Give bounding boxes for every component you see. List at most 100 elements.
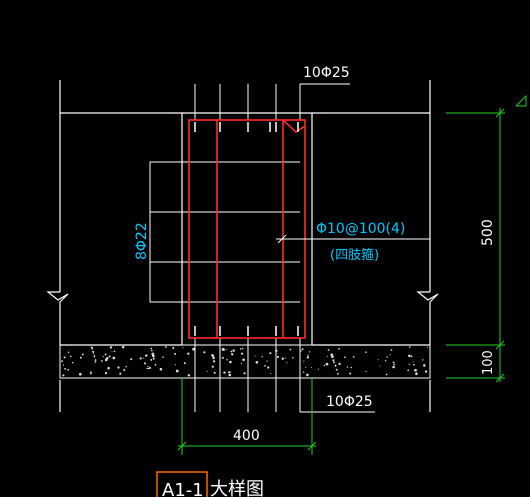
slab-speckle (415, 372, 418, 374)
slab-speckle (212, 356, 215, 360)
slab-speckle (393, 363, 396, 366)
slab-speckle (104, 372, 108, 375)
slab-speckle (412, 361, 414, 363)
slab-speckle (154, 363, 157, 366)
slab-speckle (346, 366, 349, 368)
slab-speckle (284, 357, 286, 359)
slab-speckle (276, 355, 280, 359)
slab-speckle (104, 353, 107, 356)
slab-speckle (325, 362, 329, 366)
slab-speckle (94, 361, 96, 363)
slab-speckle (332, 359, 335, 362)
slab-speckle (63, 356, 66, 359)
slab-speckle (365, 370, 367, 373)
slab-speckle (254, 355, 256, 357)
slab-speckle (117, 366, 120, 369)
slab-speckle (423, 365, 426, 367)
slab-speckle (301, 348, 304, 351)
slab-speckle (424, 370, 428, 373)
slab-speckle (243, 372, 246, 375)
slab-speckle (408, 346, 411, 348)
slab-speckle (229, 360, 232, 364)
stirrup-label: Φ10@100(4) (316, 221, 405, 237)
slab-speckle (151, 349, 153, 352)
slab-speckle (192, 347, 195, 351)
slab-speckle (109, 346, 113, 349)
slab-speckle (147, 365, 149, 368)
slab-speckle (143, 357, 145, 359)
slab-speckle (255, 360, 259, 364)
slab-speckle (93, 355, 96, 357)
slab-speckle (326, 355, 328, 357)
height-dimension: 500 (480, 219, 496, 246)
slab-speckle (289, 348, 292, 351)
slab-speckle (182, 347, 184, 349)
concrete-outline (46, 80, 439, 412)
slab-speckle (410, 355, 413, 358)
slab-speckle (164, 346, 167, 348)
slab-speckle (62, 374, 65, 377)
slab-speckle (89, 371, 92, 374)
slab-speckle (139, 357, 142, 360)
slab-speckle (92, 350, 95, 353)
slab-speckle (108, 355, 111, 358)
slab-speckle (231, 353, 234, 356)
slab-speckle (377, 359, 379, 361)
slab-speckle (228, 373, 232, 377)
slab-speckle (350, 366, 352, 369)
slab-speckle (242, 358, 245, 361)
slab-speckle (264, 365, 266, 367)
slab-speckle (392, 361, 395, 364)
slab-speckle (150, 347, 153, 350)
slab-speckle (306, 356, 310, 359)
slab-speckle (172, 346, 175, 349)
slab-speckle (146, 367, 148, 370)
column-rebar-extensions (194, 84, 301, 412)
slab-speckle (335, 368, 338, 371)
slab-speckle (408, 354, 411, 358)
slab-speckle (338, 348, 340, 350)
slab-speckle (71, 361, 74, 364)
slab-speckle (426, 346, 429, 348)
slab-speckle (239, 348, 242, 350)
slab-speckle (303, 360, 305, 362)
title-box-label: A1-1 (162, 480, 204, 497)
slab-speckle (349, 372, 352, 375)
slab-speckle (95, 360, 97, 362)
slab-speckle (175, 369, 179, 373)
slab-speckle (174, 353, 177, 355)
slab-speckle (352, 356, 355, 358)
slab-speckle (144, 354, 147, 357)
slab-speckle (227, 371, 231, 374)
slab-speckle (327, 349, 330, 351)
slab-speckle (159, 367, 163, 371)
slab-speckle (78, 372, 82, 376)
slab-speckle (230, 350, 233, 353)
slab-speckle (266, 360, 268, 362)
slab-speckle (331, 355, 334, 359)
slab-speckle (270, 372, 272, 375)
slab-speckle (79, 356, 82, 359)
slab-speckle (90, 373, 92, 375)
slab-speckle (101, 360, 103, 362)
slab-speckle (292, 356, 294, 359)
title-box (156, 471, 208, 497)
longitudinal-bars (194, 122, 299, 336)
slab-speckle (286, 362, 288, 364)
slab-speckle (143, 362, 147, 365)
slab-speckle (69, 355, 72, 358)
slab-speckle (226, 349, 228, 351)
slab-speckle (212, 360, 216, 363)
slab-speckle (407, 369, 410, 372)
slab-speckle (414, 368, 417, 372)
slab-speckle (211, 365, 214, 368)
slab-speckle (183, 362, 186, 365)
slab-speckle (309, 351, 311, 353)
side-rebar-bracket (149, 161, 300, 303)
slab-speckle (281, 357, 284, 360)
slab-speckle (389, 354, 391, 356)
dimension-lines (177, 94, 527, 455)
slab-speckle (333, 361, 335, 364)
stirrup-rebar (188, 119, 306, 339)
slab-speckle (408, 363, 410, 365)
